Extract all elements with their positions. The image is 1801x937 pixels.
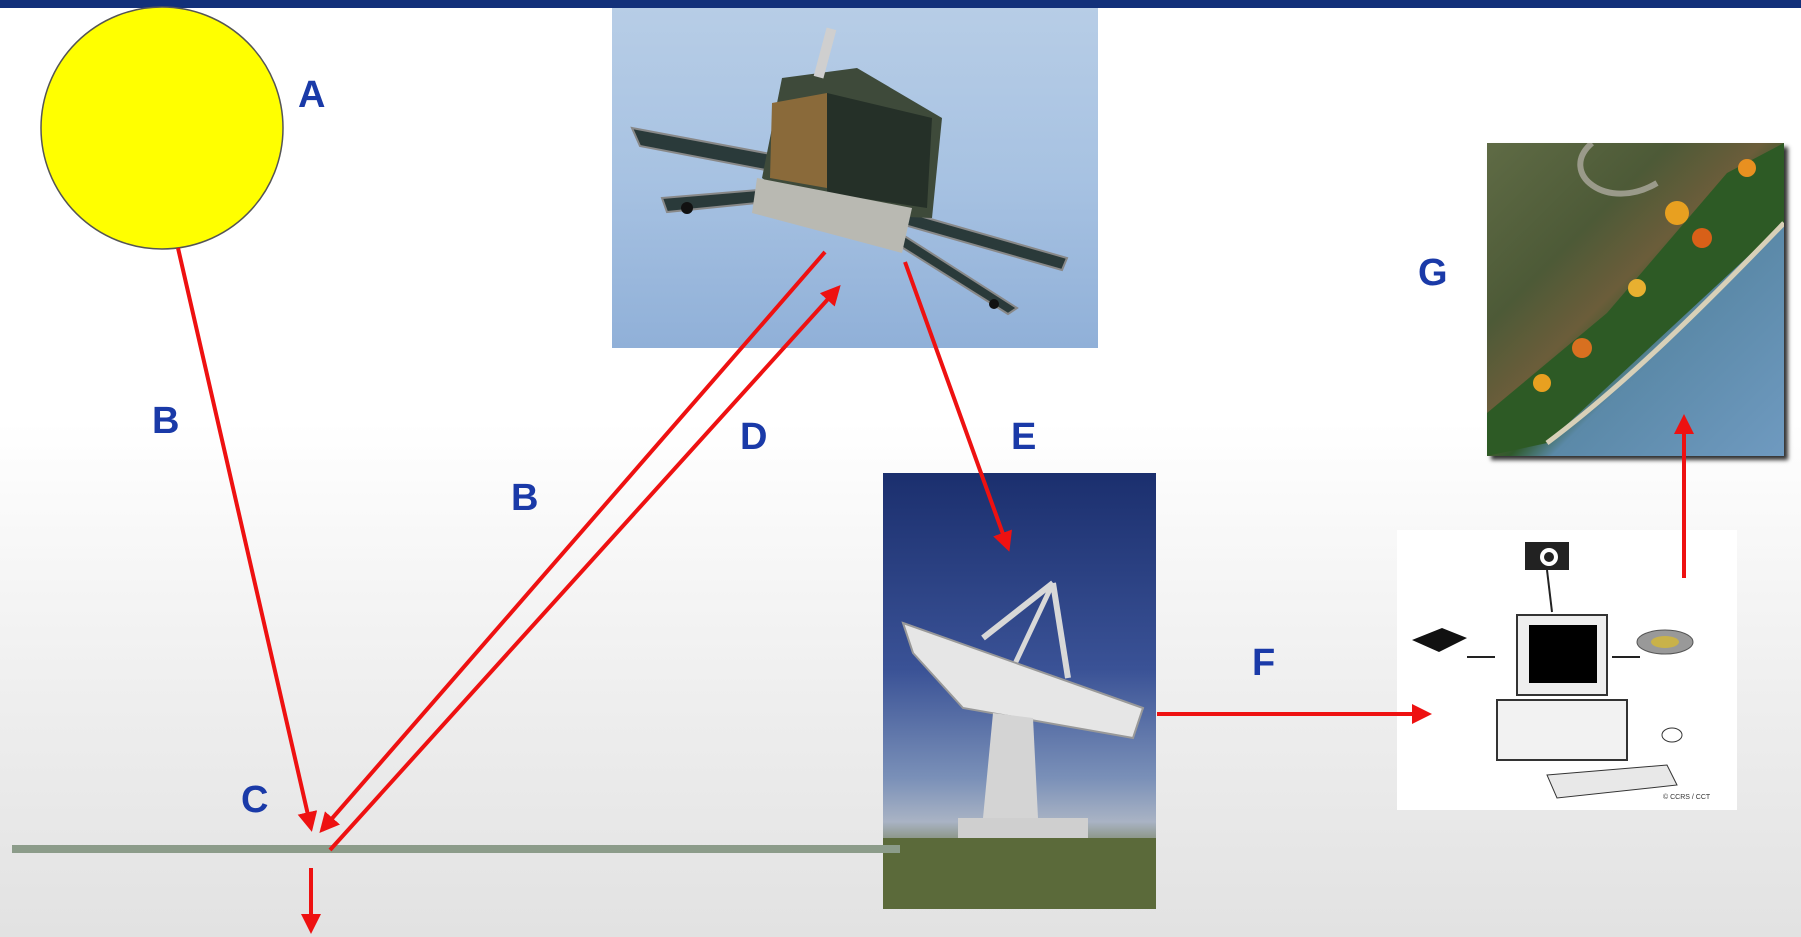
- mouse-icon: [1661, 727, 1683, 743]
- satellite-icon: [630, 27, 1069, 316]
- arrow-sun-to-ground: [176, 247, 318, 832]
- floppy-disk-icon: [1412, 628, 1495, 658]
- dish-antenna-icon: [883, 580, 1156, 909]
- arrow-satellite-to-ground: [319, 250, 827, 834]
- computer-monitor-icon: [1496, 614, 1628, 761]
- label-a: A: [298, 74, 326, 116]
- label-e: E: [1011, 416, 1037, 458]
- ground-station-photo: [883, 473, 1156, 909]
- satellite-photo: [612, 8, 1098, 348]
- camera-icon: [1525, 542, 1569, 613]
- label-c: C: [241, 779, 269, 821]
- arrow-ground-to-satellite: [328, 285, 841, 852]
- label-b-incoming: B: [152, 400, 180, 442]
- label-b-outgoing: B: [511, 477, 539, 519]
- label-d: D: [740, 416, 768, 458]
- aerial-image: [1487, 143, 1784, 456]
- arrow-satellite-to-station: [903, 261, 1012, 552]
- photo-credit: © CCRS / CCT: [1663, 794, 1711, 801]
- label-f: F: [1252, 642, 1276, 684]
- sun-icon: [40, 6, 284, 250]
- top-bar: [0, 0, 1801, 8]
- cd-disc-icon: [1612, 629, 1694, 658]
- keyboard-icon: [1546, 764, 1678, 799]
- label-g: G: [1418, 252, 1448, 294]
- computer-panel: © CCRS / CCT: [1397, 530, 1737, 810]
